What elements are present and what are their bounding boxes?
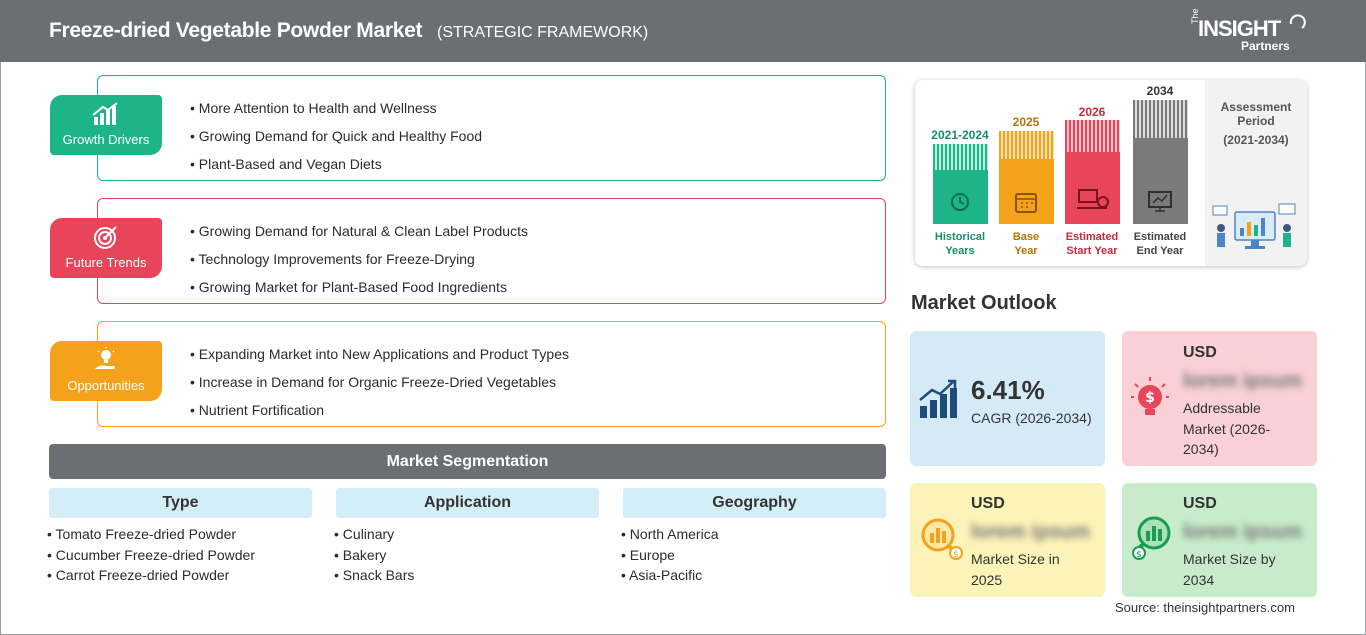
lightbulb-hand-icon [50,347,162,373]
list-item: Carrot Freeze-dried Powder [47,565,255,586]
timeline-bar-historical [933,144,988,224]
list-item: More Attention to Health and Wellness [190,94,482,122]
money-bulb-icon: $ [1131,377,1169,415]
timeline-year-base: 2025 [1012,115,1040,129]
size-2034-value: lorem ipsum [1183,521,1302,543]
page-title: Freeze-dried Vegetable Powder Market [49,19,423,42]
market-outlook-title: Market Outlook [911,292,1057,314]
list-item: North America [621,524,719,545]
growth-drivers-box: More Attention to Health and Wellness Gr… [97,75,886,181]
segment-list-geography: North America Europe Asia-Pacific [621,524,719,586]
future-trends-list: Growing Demand for Natural & Clean Label… [190,217,528,301]
growth-chart-icon [50,101,162,127]
source-note: Source: theinsightpartners.com [1115,600,1295,615]
growth-drivers-list: More Attention to Health and Wellness Gr… [190,94,482,178]
list-item: Increase in Demand for Organic Freeze-Dr… [190,368,569,396]
list-item: Culinary [334,524,414,545]
growth-drivers-label: Growth Drivers [62,132,150,147]
segment-heading-geography: Geography [623,488,886,518]
list-item: Asia-Pacific [621,565,719,586]
size-2034-label: Market Size by 2034 [1183,551,1276,588]
size-2025-label: Market Size in 2025 [971,551,1060,588]
size-2034-currency: USD [1183,495,1217,512]
timeline-bar-base [999,131,1054,224]
insight-partners-logo[interactable]: The INSIGHT Partners [1190,8,1310,54]
header-bar: Freeze-dried Vegetable Powder Market (ST… [0,0,1366,62]
future-trends-box: Growing Demand for Natural & Clean Label… [97,198,886,304]
list-item: Plant-Based and Vegan Diets [190,150,482,178]
timeline-bar-end [1133,100,1188,224]
opportunities-badge: Opportunities [50,341,162,401]
list-item: Growing Demand for Quick and Healthy Foo… [190,122,482,150]
opportunities-list: Expanding Market into New Applications a… [190,340,569,424]
timeline-year-start: 2026 [1078,105,1106,119]
analyst-illustration-icon [1212,203,1296,249]
growth-drivers-badge: Growth Drivers [50,95,162,155]
addressable-market-card: $ USD lorem ipsum Addressable Market (20… [1122,331,1317,466]
assessment-period-label: Assessment Period [1220,100,1292,128]
addressable-currency: USD [1183,344,1217,361]
growth-bars-icon [919,379,957,418]
list-item: Technology Improvements for Freeze-Dryin… [190,245,528,273]
market-size-2034-card: $ USD lorem ipsum Market Size by 2034 [1122,483,1317,597]
list-item: Tomato Freeze-dried Powder [47,524,255,545]
list-item: Nutrient Fortification [190,396,569,424]
target-icon [50,224,162,250]
svg-text:$: $ [953,550,959,560]
addressable-label: Addressable Market (2026-2034) [1183,400,1271,457]
opportunities-label: Opportunities [67,378,145,393]
magnifier-chart-icon: $ [1132,516,1171,560]
svg-text:$: $ [1145,390,1155,406]
timeline-bar-start [1065,120,1120,224]
timeline-year-end: 2034 [1146,84,1174,98]
cagr-label: CAGR (2026-2034) [971,410,1092,426]
cagr-value: 6.41% [971,375,1045,405]
timeline-year-historical: 2021-2024 [931,128,989,142]
segment-list-type: Tomato Freeze-dried Powder Cucumber Free… [47,524,255,586]
segment-heading-application: Application [336,488,599,518]
cagr-card: 6.41% CAGR (2026-2034) [910,331,1105,466]
list-item: Europe [621,545,719,566]
size-2025-currency: USD [971,495,1005,512]
assessment-period-range: (2021-2034) [1223,133,1289,147]
logo-arc-icon [1289,14,1306,29]
list-item: Cucumber Freeze-dried Powder [47,545,255,566]
list-item: Growing Demand for Natural & Clean Label… [190,217,528,245]
size-2025-value: lorem ipsum [971,521,1090,543]
page-subtitle: (STRATEGIC FRAMEWORK) [437,24,649,41]
segment-list-application: Culinary Bakery Snack Bars [334,524,415,586]
addressable-value: lorem ipsum [1183,370,1302,392]
opportunities-box: Expanding Market into New Applications a… [97,321,886,427]
list-item: Growing Market for Plant-Based Food Ingr… [190,273,528,301]
future-trends-badge: Future Trends [50,218,162,278]
list-item: Expanding Market into New Applications a… [190,340,569,368]
list-item: Snack Bars [334,565,415,586]
magnifier-chart-icon: $ [921,518,963,560]
segmentation-title: Market Segmentation [49,444,886,479]
segment-heading-type: Type [49,488,312,518]
future-trends-label: Future Trends [65,255,147,270]
market-size-2025-card: $ USD lorem ipsum Market Size in 2025 [910,483,1105,597]
svg-text:$: $ [1136,550,1142,560]
assessment-period-panel: Assessment Period (2021-2034) [1205,80,1307,266]
list-item: Bakery [334,545,414,566]
